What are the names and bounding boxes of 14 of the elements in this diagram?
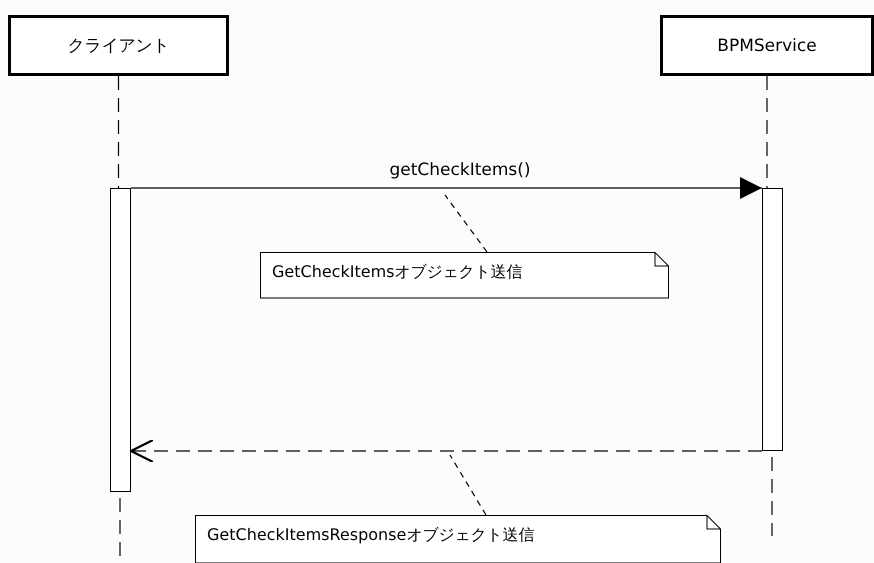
lifeline-name: クライアント — [68, 35, 170, 57]
lifeline-header-box — [8, 15, 229, 76]
lifeline — [766, 76, 768, 188]
lifeline-name: BPMService — [717, 36, 817, 56]
note-text: GetCheckItemsResponseオブジェクト送信 — [207, 525, 534, 546]
lifeline — [118, 76, 120, 188]
leader-line — [449, 454, 487, 516]
activation-bar — [762, 188, 783, 451]
leader-line — [444, 194, 488, 252]
message-arrow — [131, 177, 762, 199]
activation-bar — [110, 188, 131, 492]
note-text: GetCheckItemsオブジェクト送信 — [272, 262, 522, 283]
return-arrow — [130, 438, 762, 464]
lifeline-header-box — [660, 15, 874, 76]
